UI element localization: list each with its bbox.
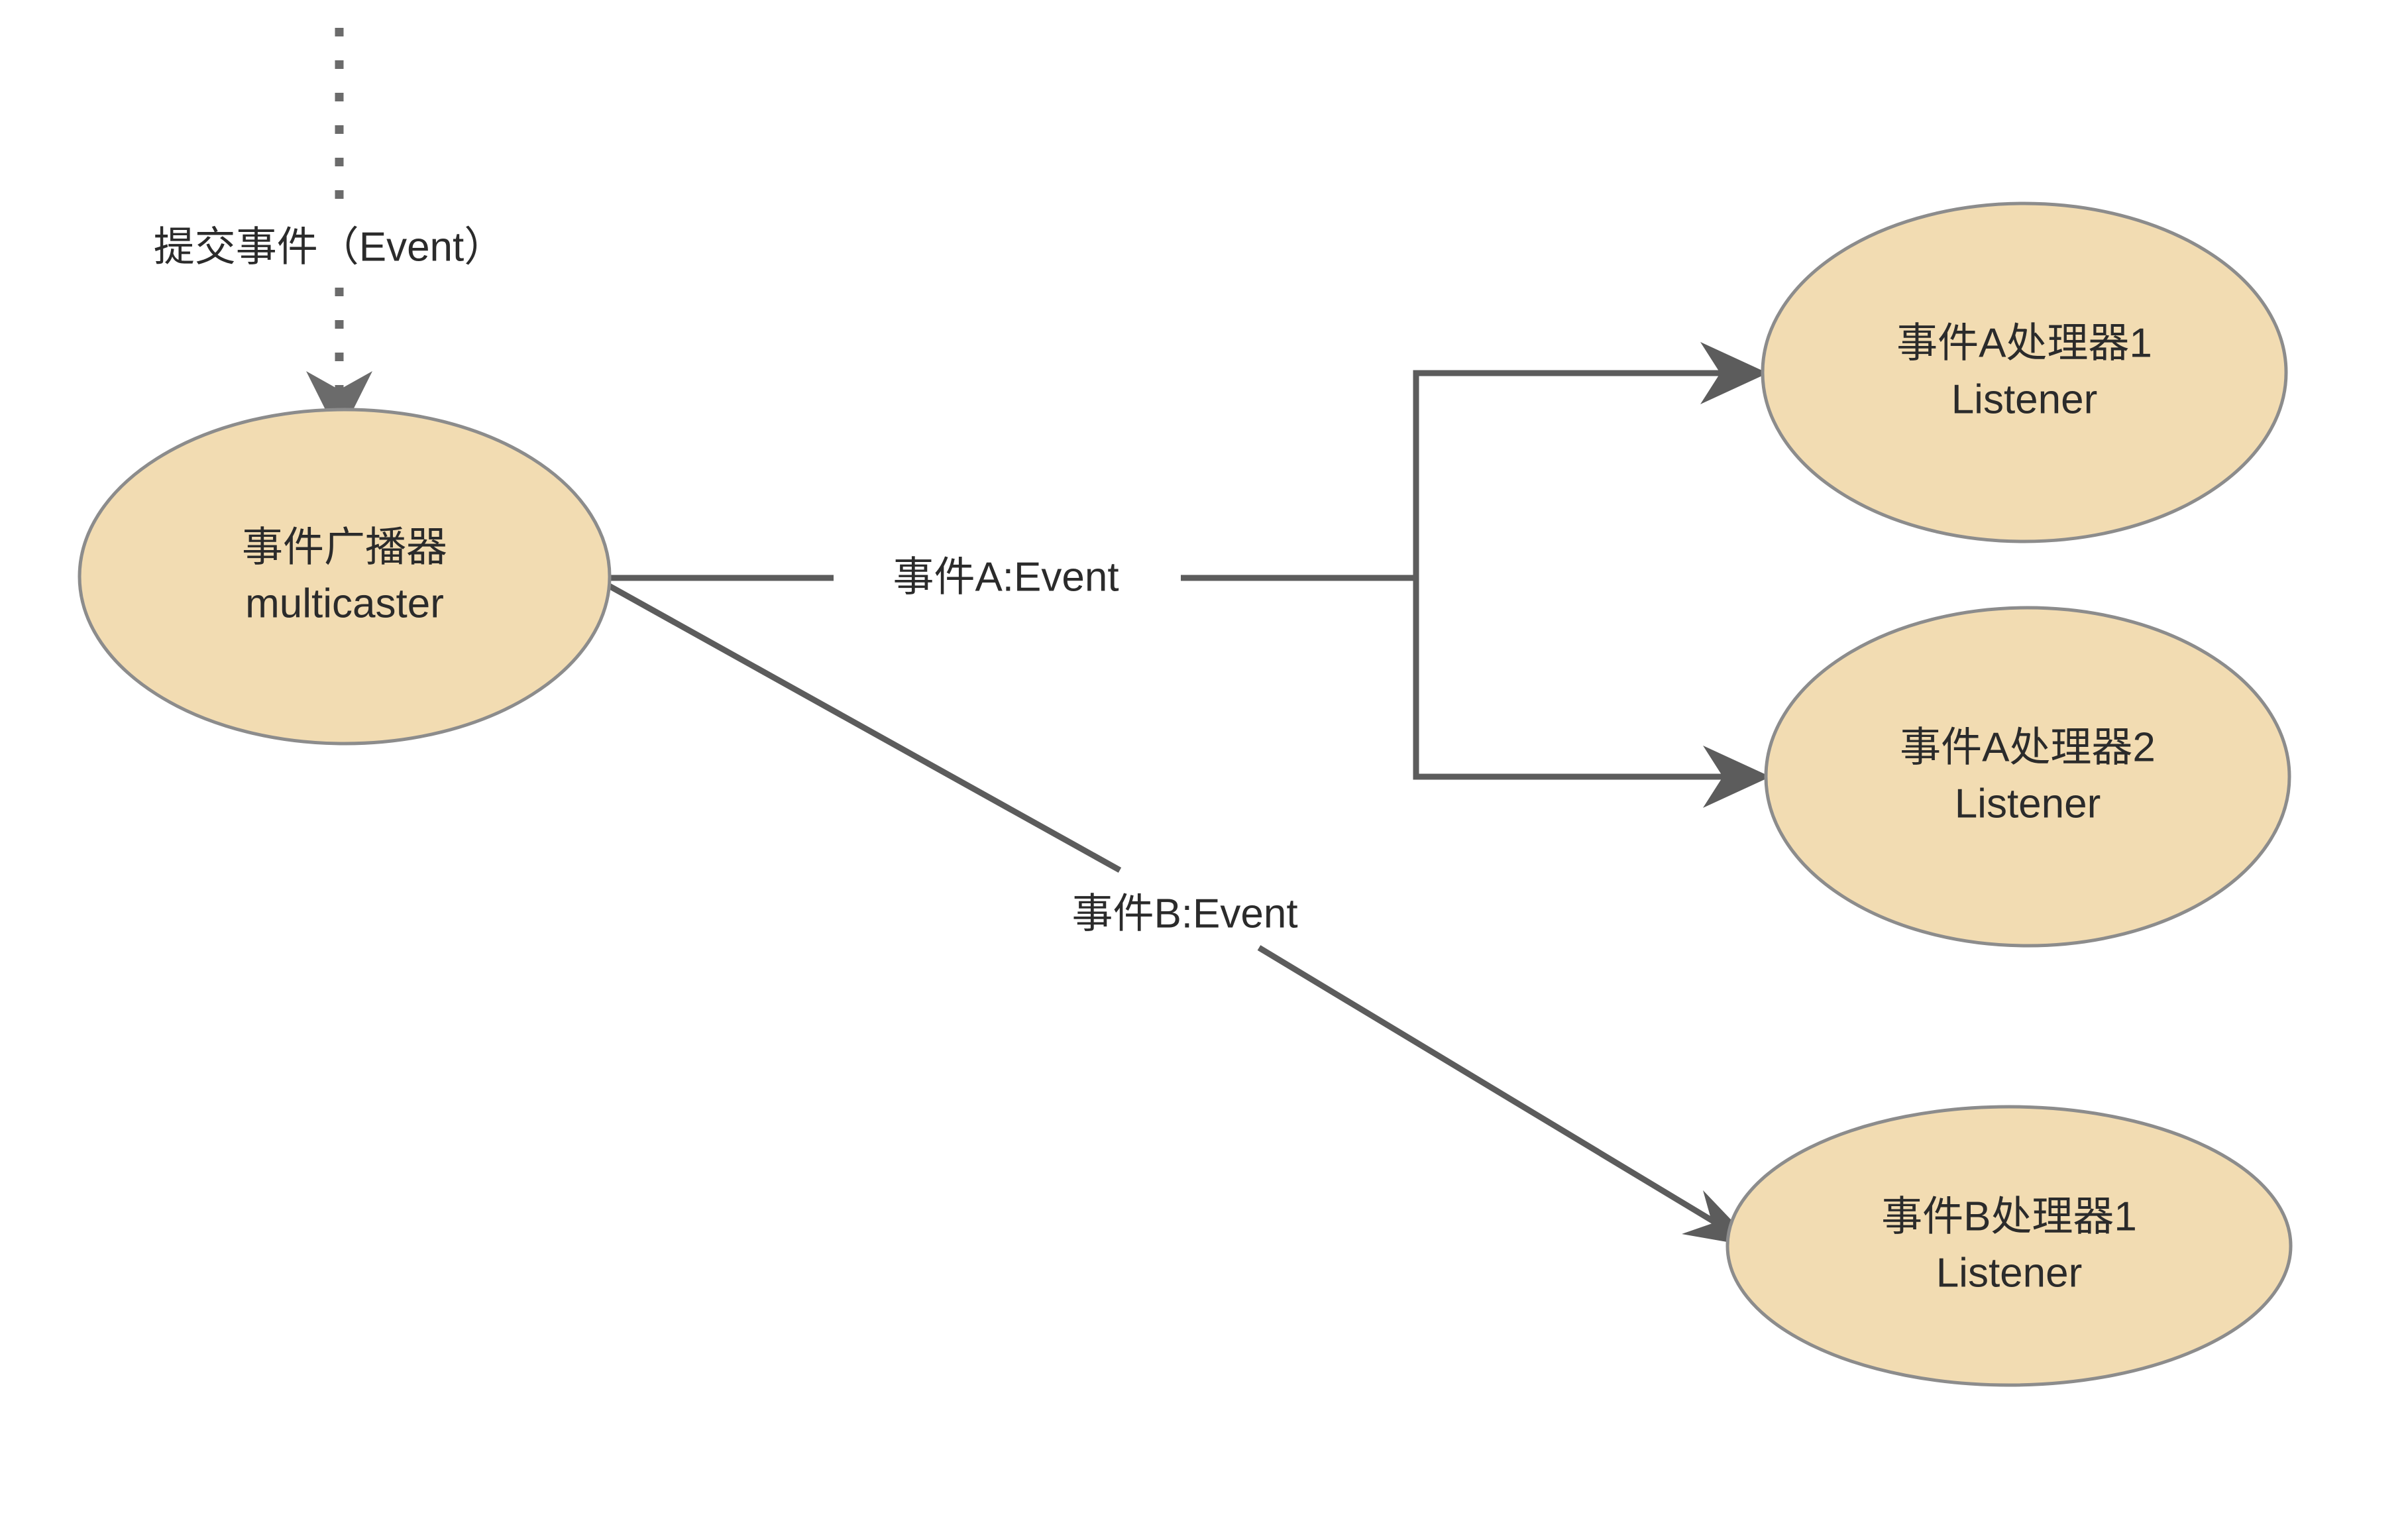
edge-label-event-b: 事件B:Event — [1012, 885, 1360, 945]
listener-b1-ellipse[interactable] — [1725, 1105, 2293, 1387]
submit-event-label-backdrop — [133, 219, 530, 280]
edge-label-submit-event: 提交事件（Event） — [133, 219, 530, 280]
node-listener-a1[interactable]: 事件A处理器1 Listener — [1761, 201, 2288, 543]
node-listener-a2[interactable]: 事件A处理器2 Listener — [1764, 606, 2291, 948]
event-a-label-backdrop — [834, 549, 1181, 608]
listener-a2-label-line1: 事件A处理器2 — [1900, 724, 2156, 770]
node-multicaster[interactable]: 事件广播器 multicaster — [78, 408, 612, 746]
event-b-diagonal-upper — [602, 581, 1122, 873]
event-b-label-backdrop — [1012, 885, 1360, 945]
multicaster-label-line1: 事件广播器 — [242, 524, 447, 570]
event-b-diagonal-lower — [1257, 945, 1722, 1228]
submit-event-arrowhead — [306, 371, 372, 437]
event-a-branch-upper — [1413, 370, 1731, 578]
listener-a1-label-line2: Listener — [1951, 376, 2098, 422]
event-b-label: 事件B:Event — [1071, 891, 1297, 936]
event-a-branch-lower-arrowhead — [1703, 746, 1771, 808]
submit-event-label: 提交事件（Event） — [154, 224, 506, 270]
event-a-branch-upper-arrowhead — [1700, 342, 1768, 404]
event-a-label: 事件A:Event — [893, 554, 1119, 600]
multicaster-ellipse[interactable] — [78, 408, 612, 746]
listener-a1-label-line1: 事件A处理器1 — [1896, 320, 2152, 366]
listener-b1-label-line2: Listener — [1936, 1250, 2083, 1296]
listener-a1-ellipse[interactable] — [1761, 201, 2288, 543]
multicaster-label-line2: multicaster — [245, 581, 444, 626]
listener-a2-label-line2: Listener — [1955, 781, 2101, 826]
edge-label-event-a: 事件A:Event — [834, 549, 1181, 608]
event-a-branch-lower — [1413, 578, 1733, 780]
edge-event-a — [604, 342, 1771, 808]
node-listener-b1[interactable]: 事件B处理器1 Listener — [1725, 1105, 2293, 1387]
listener-a2-ellipse[interactable] — [1764, 606, 2291, 948]
listener-b1-label-line1: 事件B处理器1 — [1881, 1194, 2137, 1239]
edge-submit-event — [306, 28, 372, 437]
